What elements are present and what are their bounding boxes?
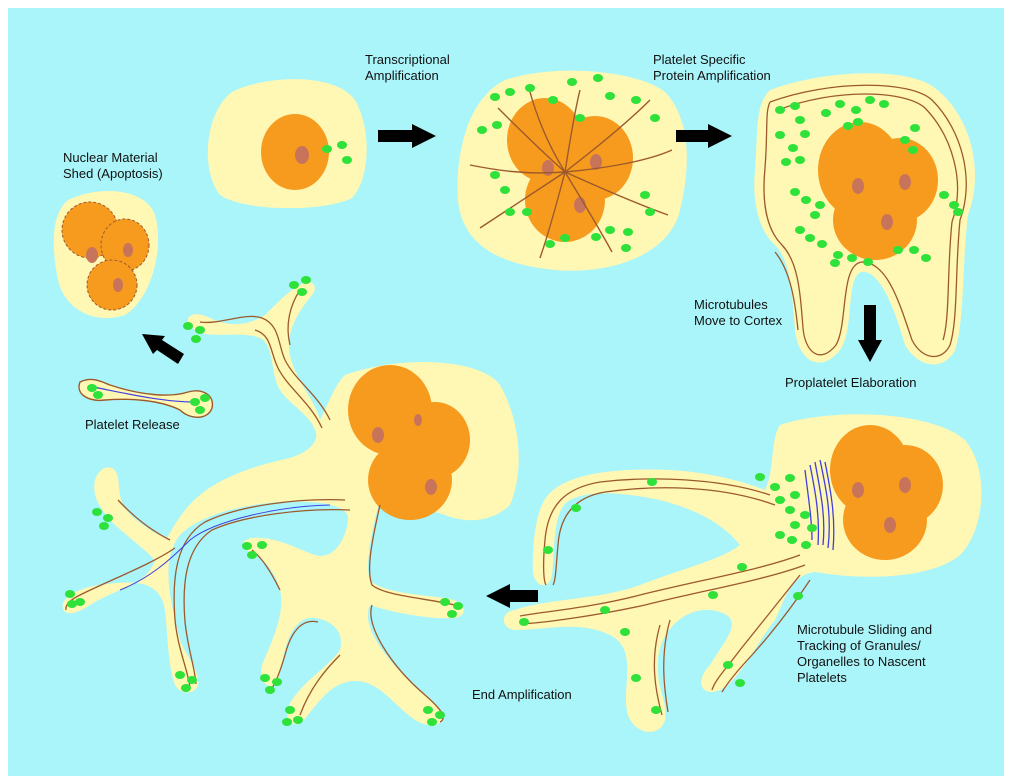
- label-proplatelet-elaboration: Proplatelet Elaboration: [785, 375, 917, 391]
- label-platelet-release: Platelet Release: [85, 417, 180, 433]
- label-nuclear-material-shed: Nuclear Material Shed (Apoptosis): [63, 150, 163, 182]
- label-microtubule-sliding: Microtubule Sliding and Tracking of Gran…: [797, 622, 932, 686]
- cell-stage-2: [458, 71, 687, 271]
- label-transcriptional-amplification: Transcriptional Amplification: [365, 52, 450, 84]
- label-end-amplification: End Amplification: [472, 687, 572, 703]
- label-platelet-specific-protein-amplification: Platelet Specific Protein Amplification: [653, 52, 771, 84]
- label-microtubules-move-to-cortex: Microtubules Move to Cortex: [694, 297, 782, 329]
- cell-stage-1: [208, 79, 367, 208]
